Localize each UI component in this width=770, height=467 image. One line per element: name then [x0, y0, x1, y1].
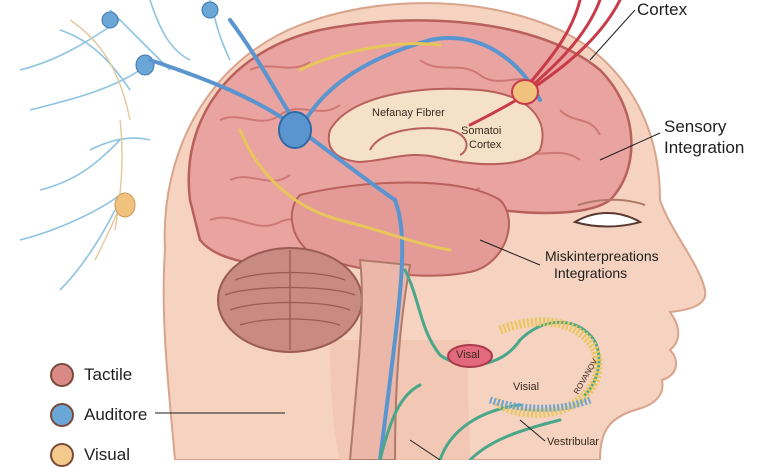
legend-auditore-label: Auditore [84, 405, 148, 424]
neuron-body-2 [135, 54, 155, 76]
neuron-body-4 [201, 1, 219, 19]
legend-tactile: Tactile [50, 363, 132, 387]
vestibular-coil [491, 317, 603, 418]
label-misinterpretations-2: Integrations [554, 265, 628, 281]
legend-visual-swatch [50, 443, 74, 467]
label-visual-upper: Visal [456, 349, 480, 361]
label-somato-cortex-2: Cortex [469, 139, 502, 151]
tactile-neuron [511, 79, 539, 105]
legend-auditore-swatch [50, 403, 74, 427]
label-visual-lower: Visial [513, 381, 540, 393]
leader-lines [155, 9, 661, 460]
eye [572, 212, 643, 228]
legend-tactile-label: Tactile [84, 365, 133, 384]
label-sensory-integration-1: Sensory [664, 117, 727, 136]
visual-node [447, 344, 493, 368]
brainstem [348, 258, 412, 460]
legend-visual: Visual [50, 443, 130, 467]
corpus-callosum [327, 87, 544, 166]
label-sensory-fibrer: Nefanay Fibrer [372, 107, 445, 119]
label-sensory-integration-2: Integration [664, 138, 745, 157]
legend-tactile-swatch [50, 363, 74, 387]
label-vestibular: Vestribular [547, 436, 599, 448]
label-somato-cortex-1: Somatoi [461, 125, 502, 137]
label-misinterpretations-1: Miskinterpreations [545, 248, 659, 264]
legend-visual-label: Visual [84, 445, 130, 464]
cerebellum-folia [224, 250, 356, 350]
neuron-network-tan [69, 19, 131, 261]
neuron-body-1 [114, 192, 136, 218]
label-cortex: Cortex [637, 0, 688, 19]
visual-pathways [238, 42, 452, 252]
inner-callosum-arc [369, 127, 468, 156]
neuron-body-3 [101, 11, 119, 29]
legend-auditore: Auditore [50, 403, 147, 427]
eyebrow [577, 198, 646, 206]
auditory-neuron [278, 111, 312, 149]
